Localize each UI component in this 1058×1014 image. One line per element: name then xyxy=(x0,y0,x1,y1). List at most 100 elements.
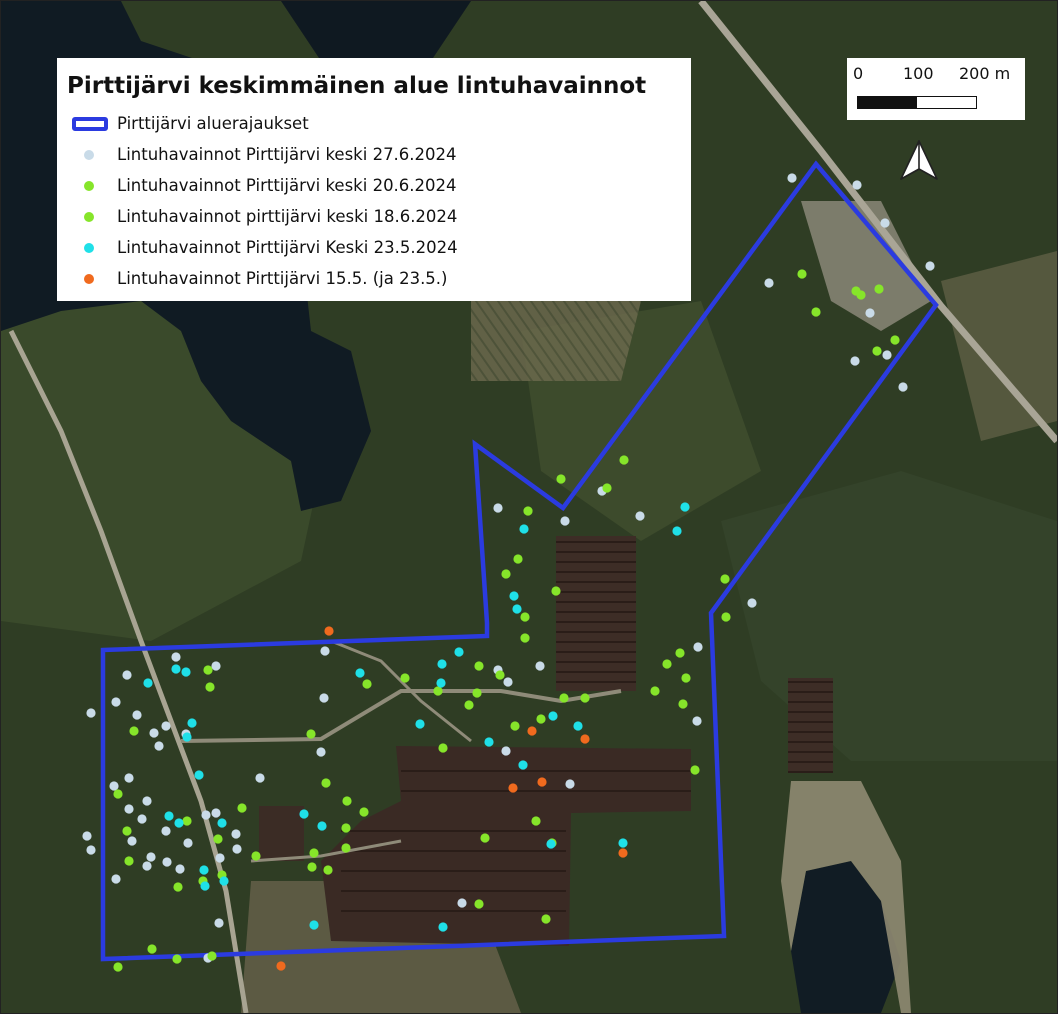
observation-point[interactable] xyxy=(484,737,494,747)
observation-point[interactable] xyxy=(541,914,551,924)
observation-point[interactable] xyxy=(433,686,443,696)
observation-point[interactable] xyxy=(618,848,628,858)
observation-point[interactable] xyxy=(573,721,583,731)
observation-point[interactable] xyxy=(154,741,164,751)
observation-point[interactable] xyxy=(174,818,184,828)
observation-point[interactable] xyxy=(548,711,558,721)
observation-point[interactable] xyxy=(359,807,369,817)
observation-point[interactable] xyxy=(172,954,182,964)
observation-point[interactable] xyxy=(146,852,156,862)
observation-point[interactable] xyxy=(508,783,518,793)
observation-point[interactable] xyxy=(182,732,192,742)
observation-point[interactable] xyxy=(232,844,242,854)
observation-point[interactable] xyxy=(306,729,316,739)
observation-point[interactable] xyxy=(113,962,123,972)
observation-point[interactable] xyxy=(317,821,327,831)
observation-point[interactable] xyxy=(113,789,123,799)
observation-point[interactable] xyxy=(161,721,171,731)
observation-point[interactable] xyxy=(237,803,247,813)
observation-point[interactable] xyxy=(681,673,691,683)
area-boundary[interactable] xyxy=(100,160,939,962)
observation-point[interactable] xyxy=(147,944,157,954)
observation-point[interactable] xyxy=(531,816,541,826)
observation-point[interactable] xyxy=(565,779,575,789)
observation-point[interactable] xyxy=(111,874,121,884)
observation-point[interactable] xyxy=(510,721,520,731)
observation-point[interactable] xyxy=(474,661,484,671)
observation-point[interactable] xyxy=(124,804,134,814)
observation-point[interactable] xyxy=(142,861,152,871)
observation-point[interactable] xyxy=(520,612,530,622)
observation-point[interactable] xyxy=(173,882,183,892)
observation-point[interactable] xyxy=(512,604,522,614)
observation-point[interactable] xyxy=(137,814,147,824)
observation-point[interactable] xyxy=(207,951,217,961)
observation-point[interactable] xyxy=(122,670,132,680)
observation-point[interactable] xyxy=(535,661,545,671)
observation-point[interactable] xyxy=(672,526,682,536)
observation-point[interactable] xyxy=(438,743,448,753)
observation-point[interactable] xyxy=(580,693,590,703)
observation-point[interactable] xyxy=(495,670,505,680)
observation-point[interactable] xyxy=(678,699,688,709)
observation-point[interactable] xyxy=(618,838,628,848)
observation-point[interactable] xyxy=(124,773,134,783)
observation-point[interactable] xyxy=(480,833,490,843)
observation-point[interactable] xyxy=(309,848,319,858)
observation-point[interactable] xyxy=(203,665,213,675)
observation-point[interactable] xyxy=(200,881,210,891)
observation-point[interactable] xyxy=(149,728,159,738)
observation-point[interactable] xyxy=(872,346,882,356)
observation-point[interactable] xyxy=(457,898,467,908)
observation-point[interactable] xyxy=(513,554,523,564)
observation-point[interactable] xyxy=(675,648,685,658)
observation-point[interactable] xyxy=(693,642,703,652)
observation-point[interactable] xyxy=(474,899,484,909)
observation-point[interactable] xyxy=(852,180,862,190)
observation-point[interactable] xyxy=(650,686,660,696)
observation-point[interactable] xyxy=(111,697,121,707)
observation-point[interactable] xyxy=(501,746,511,756)
observation-point[interactable] xyxy=(438,922,448,932)
observation-point[interactable] xyxy=(194,770,204,780)
observation-point[interactable] xyxy=(850,356,860,366)
observation-point[interactable] xyxy=(680,502,690,512)
observation-point[interactable] xyxy=(560,516,570,526)
observation-point[interactable] xyxy=(320,646,330,656)
observation-point[interactable] xyxy=(124,856,134,866)
observation-point[interactable] xyxy=(362,679,372,689)
observation-point[interactable] xyxy=(251,851,261,861)
observation-point[interactable] xyxy=(213,834,223,844)
observation-point[interactable] xyxy=(205,682,215,692)
observation-point[interactable] xyxy=(865,308,875,318)
observation-point[interactable] xyxy=(520,633,530,643)
observation-point[interactable] xyxy=(86,845,96,855)
observation-point[interactable] xyxy=(164,811,174,821)
observation-point[interactable] xyxy=(619,455,629,465)
observation-point[interactable] xyxy=(187,718,197,728)
observation-point[interactable] xyxy=(602,483,612,493)
observation-point[interactable] xyxy=(519,524,529,534)
observation-point[interactable] xyxy=(692,716,702,726)
observation-point[interactable] xyxy=(882,350,892,360)
observation-point[interactable] xyxy=(129,726,139,736)
observation-point[interactable] xyxy=(797,269,807,279)
observation-point[interactable] xyxy=(559,693,569,703)
observation-point[interactable] xyxy=(307,862,317,872)
observation-point[interactable] xyxy=(321,778,331,788)
observation-point[interactable] xyxy=(211,808,221,818)
observation-point[interactable] xyxy=(454,647,464,657)
observation-point[interactable] xyxy=(142,796,152,806)
observation-point[interactable] xyxy=(400,673,410,683)
observation-point[interactable] xyxy=(523,506,533,516)
observation-point[interactable] xyxy=(231,829,241,839)
observation-point[interactable] xyxy=(82,831,92,841)
observation-point[interactable] xyxy=(635,511,645,521)
observation-point[interactable] xyxy=(415,719,425,729)
observation-point[interactable] xyxy=(181,667,191,677)
observation-point[interactable] xyxy=(324,626,334,636)
observation-point[interactable] xyxy=(874,284,884,294)
observation-point[interactable] xyxy=(183,838,193,848)
observation-point[interactable] xyxy=(171,652,181,662)
observation-point[interactable] xyxy=(86,708,96,718)
